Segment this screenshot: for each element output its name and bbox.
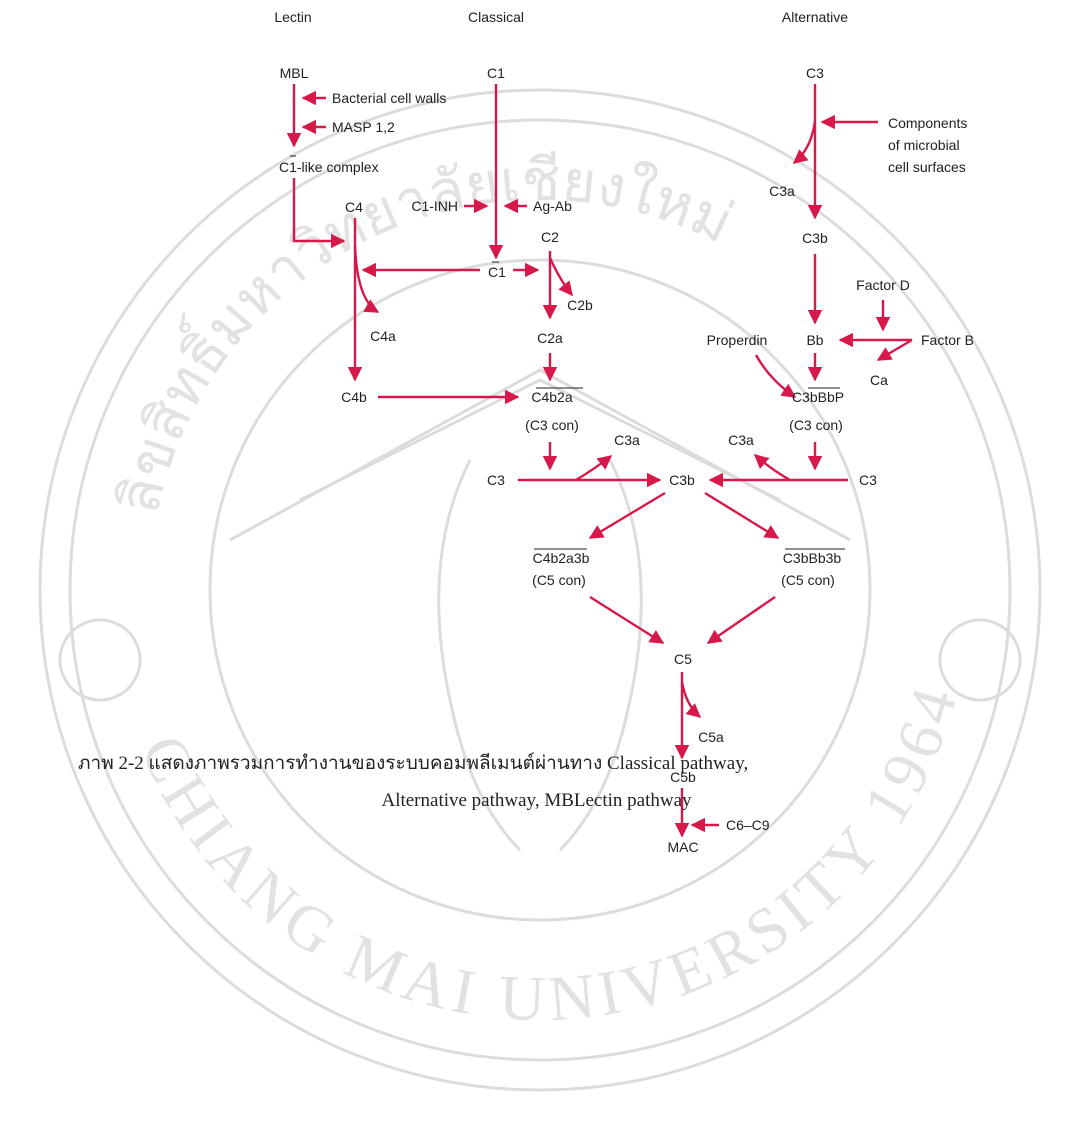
arrow-c5con-classical-to-c5 — [589, 595, 665, 645]
node-c5-con-classical: (C5 con) — [532, 572, 586, 588]
node-factor-b: Factor B — [921, 332, 974, 348]
node-c4b2a3b: C4b2a3b — [533, 550, 590, 566]
node-c2b: C2b — [567, 297, 593, 313]
node-c3-alt-top: C3 — [806, 65, 824, 81]
node-c1-like-complex: C1-like complex — [279, 159, 379, 175]
node-components-line2: of microbial — [888, 137, 960, 153]
watermark-bottom-text: CHIANG MAI UNIVERSITY 1964 — [127, 675, 966, 1035]
node-c3bbbp: C3bBbP — [792, 389, 844, 405]
node-components-line3: cell surfaces — [888, 159, 966, 175]
arrow-properdin — [754, 354, 797, 398]
node-components-line1: Components — [888, 115, 967, 131]
node-c4b: C4b — [341, 389, 367, 405]
figure-caption-line2: Alternative pathway, MBLectin pathway — [381, 790, 692, 811]
node-c4b2a: C4b2a — [531, 389, 572, 405]
node-ca: Ca — [870, 372, 888, 388]
arrow-c3a-right — [753, 454, 791, 482]
node-c5b: C5b — [670, 769, 696, 785]
node-c3-right: C3 — [859, 472, 877, 488]
node-masp: MASP 1,2 — [332, 119, 395, 135]
header-lectin: Lectin — [274, 9, 311, 25]
node-c2: C2 — [541, 229, 559, 245]
arrow-c5con-alt-to-c5 — [706, 596, 776, 644]
node-c3-left: C3 — [487, 472, 505, 488]
arrow-c3a-left — [575, 455, 613, 482]
node-c2a: C2a — [537, 330, 563, 346]
arrow-c2-to-c2b — [548, 257, 573, 297]
node-c6-c9: C6–C9 — [726, 817, 770, 833]
node-properdin: Properdin — [707, 332, 768, 348]
arrow-c5-to-c5a — [680, 681, 702, 718]
node-c1-bar: C1 — [488, 264, 506, 280]
node-c4: C4 — [345, 199, 363, 215]
node-c4a: C4a — [370, 328, 396, 344]
node-c3b-center: C3b — [669, 472, 695, 488]
watermark-text: CHIANG MAI UNIVERSITY 1964 ลิขสิทธิ์มหาว… — [104, 146, 972, 1035]
node-c3a-alt: C3a — [769, 183, 795, 199]
arrow-c3-to-c3a-alt — [792, 119, 817, 164]
node-c1: C1 — [487, 65, 505, 81]
arrow-c3b-to-c3bbb3b — [704, 491, 780, 540]
node-bacterial-cell-walls: Bacterial cell walls — [332, 90, 446, 106]
node-c5: C5 — [674, 651, 692, 667]
svg-text:CHIANG MAI UNIVERSITY 1964: CHIANG MAI UNIVERSITY 1964 — [127, 675, 972, 1035]
university-seal-watermark — [38, 88, 1042, 1092]
node-c3-con-classical: (C3 con) — [525, 417, 579, 433]
header-alternative: Alternative — [782, 9, 848, 25]
node-c3-con-alternative: (C3 con) — [789, 417, 843, 433]
node-c5a: C5a — [698, 729, 724, 745]
figure-caption-line1: ภาพ 2-2 แสดงภาพรวมการทำงานของระบบคอมพลีเ… — [78, 753, 749, 774]
node-mbl: MBL — [280, 65, 309, 81]
overbars — [290, 155, 845, 550]
arrow-c4-to-c4a — [353, 244, 380, 314]
arrow-c3b-to-c4b2a3b — [588, 491, 666, 540]
node-mac: MAC — [667, 839, 698, 855]
header-classical: Classical — [468, 9, 524, 25]
node-c1-inh: C1-INH — [411, 198, 458, 214]
node-c3b-alt: C3b — [802, 230, 828, 246]
node-c5-con-alternative: (C5 con) — [781, 572, 835, 588]
node-c3a-right: C3a — [728, 432, 754, 448]
node-factor-d: Factor D — [856, 277, 910, 293]
node-bb: Bb — [806, 332, 823, 348]
node-c3a-left: C3a — [614, 432, 640, 448]
node-ag-ab: Ag-Ab — [533, 198, 572, 214]
arrow-factor-b-to-ca — [876, 338, 913, 362]
arrows — [286, 84, 913, 838]
node-c3bbb3b: C3bBb3b — [783, 550, 842, 566]
arrow-c1like-to-c4 — [292, 178, 346, 249]
